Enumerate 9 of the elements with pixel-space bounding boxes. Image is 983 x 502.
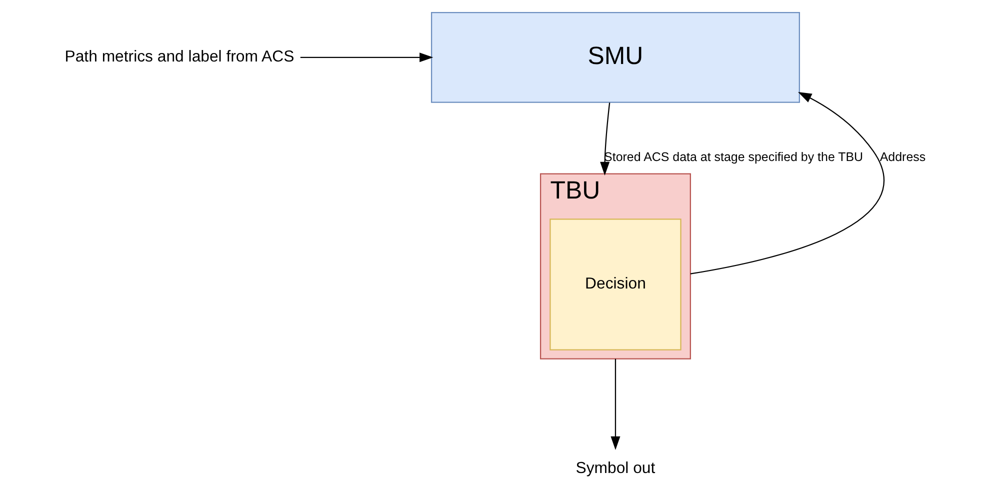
- node-box: SMU: [430, 12, 800, 103]
- node-text: Symbol out: [575, 460, 655, 478]
- node-box: Decision: [549, 218, 681, 350]
- node-text: Path metrics and label from ACS: [64, 48, 294, 66]
- arrow: [300, 52, 433, 62]
- edge-label: Address: [879, 150, 926, 164]
- arrow: [600, 102, 610, 176]
- arrow: [690, 92, 884, 274]
- arrow: [610, 358, 620, 450]
